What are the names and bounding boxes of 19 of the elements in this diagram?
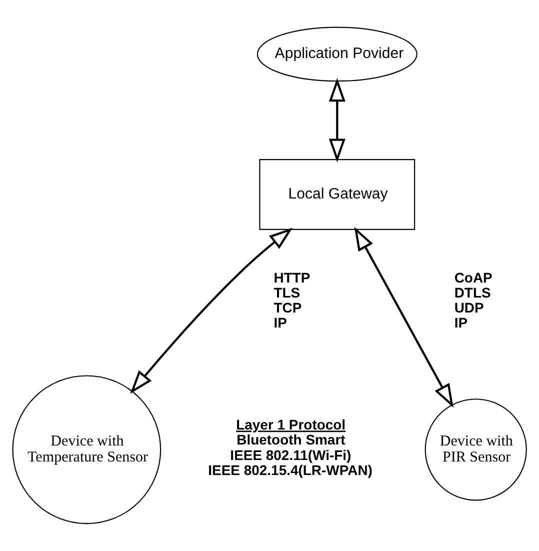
label: IEEE 802.15.4(LR-WPAN)	[208, 462, 372, 478]
label: TLS	[274, 284, 300, 301]
node-circle: Device with PIR Sensor	[424, 398, 527, 501]
label: Bluetooth Smart	[236, 432, 346, 448]
arrow	[354, 226, 454, 408]
label: UDP	[454, 300, 484, 316]
arrow	[130, 228, 293, 394]
label: CoAP	[454, 270, 492, 286]
label: TCP	[274, 300, 302, 316]
node-box: Local Gateway	[259, 158, 416, 230]
arrow	[328, 78, 346, 162]
label: IEEE 802.11(Wi-Fi)	[230, 446, 352, 463]
label: DTLS	[454, 284, 491, 301]
node-circle: Device with Temperature Sensor	[12, 375, 162, 524]
label: IP	[274, 314, 287, 331]
node-ellipse: Application Povider	[256, 26, 418, 82]
label: IP	[454, 314, 468, 331]
label: Layer 1 Protocol	[236, 416, 346, 433]
label: HTTP	[274, 270, 310, 286]
